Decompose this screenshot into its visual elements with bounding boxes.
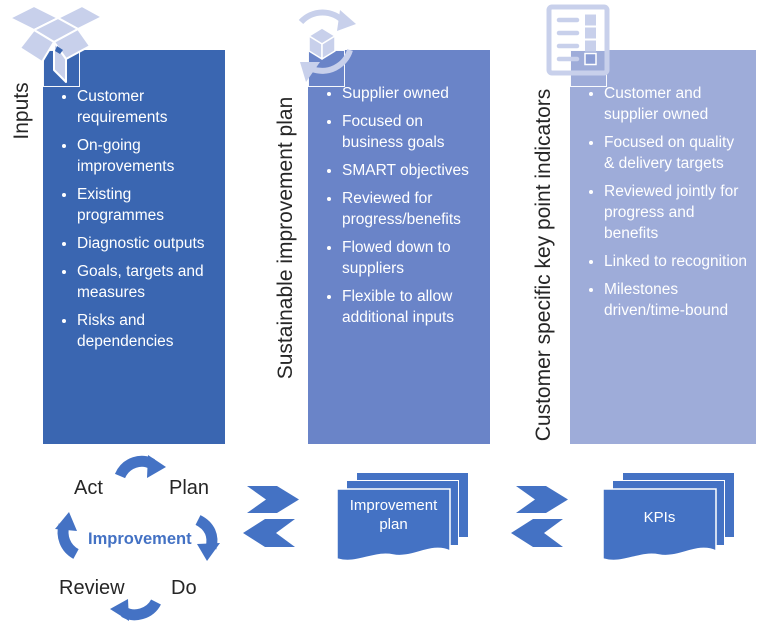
- bullet-item: On-going improvements: [77, 135, 217, 177]
- bullet-item: Milestones driven/time-bound: [604, 279, 748, 321]
- pdca-plan-label: Plan: [169, 477, 210, 499]
- inputs-bullet-list: Customer requirements On-going improveme…: [43, 50, 225, 352]
- open-box-icon: [10, 5, 102, 83]
- cycle-arrows-icon: [298, 9, 356, 82]
- checklist-icon: [546, 4, 610, 76]
- improvement-plan-stack-label: Improvement plan: [349, 497, 438, 533]
- bullet-item: Focused on quality & delivery targets: [604, 132, 748, 174]
- chevron-left-icon: [511, 519, 563, 547]
- panel-kpi: Customer and supplier owned Focused on q…: [570, 50, 756, 444]
- bullet-item: SMART objectives: [342, 160, 482, 181]
- bullet-item: Risks and dependencies: [77, 310, 217, 352]
- bullet-item: Reviewed for progress/benefits: [342, 188, 482, 230]
- bullet-item: Customer and supplier owned: [604, 83, 748, 125]
- chevron-right-icon: [247, 486, 299, 513]
- bullet-item: Flexible to allow additional inputs: [342, 286, 482, 328]
- pdca-arrow-do-to-review: [121, 599, 161, 621]
- pdca-do-label: Do: [171, 577, 197, 599]
- improvement-plan-document-stack: Improvement plan: [336, 472, 471, 578]
- bullet-item: Goals, targets and measures: [77, 261, 217, 303]
- bullet-item: Diagnostic outputs: [77, 233, 217, 254]
- pdca-review-label: Review: [59, 577, 125, 599]
- chevron-right-icon: [516, 486, 568, 513]
- bullet-item: Reviewed jointly for progress and benefi…: [604, 181, 748, 244]
- customer-kpi-label: Customer specific key point indicators: [532, 88, 555, 442]
- panel-improvement-plan: Supplier owned Focused on business goals…: [308, 50, 490, 444]
- kpi-bullet-list: Customer and supplier owned Focused on q…: [570, 50, 756, 321]
- bullet-item: Customer requirements: [77, 86, 217, 128]
- chevron-left-icon: [243, 519, 295, 547]
- document-front-sheet: [602, 488, 717, 562]
- panel-inputs: Customer requirements On-going improveme…: [43, 50, 225, 444]
- bullet-item: Existing programmes: [77, 184, 217, 226]
- pdca-cycle-arrows: [55, 455, 220, 621]
- bullet-item: Flowed down to suppliers: [342, 237, 482, 279]
- document-front-sheet: [336, 488, 451, 562]
- pdca-improvement-label: Improvement: [88, 530, 192, 548]
- pdca-act-label: Act: [74, 477, 103, 499]
- improvement-plan-bullet-list: Supplier owned Focused on business goals…: [308, 50, 490, 328]
- kpis-document-stack: KPIs: [602, 472, 737, 578]
- bullet-item: Supplier owned: [342, 83, 482, 104]
- bullet-item: Focused on business goals: [342, 111, 482, 153]
- sustainable-improvement-plan-label: Sustainable improvement plan: [274, 96, 297, 380]
- kpis-stack-label: KPIs: [643, 509, 676, 526]
- bullet-item: Linked to recognition: [604, 251, 748, 272]
